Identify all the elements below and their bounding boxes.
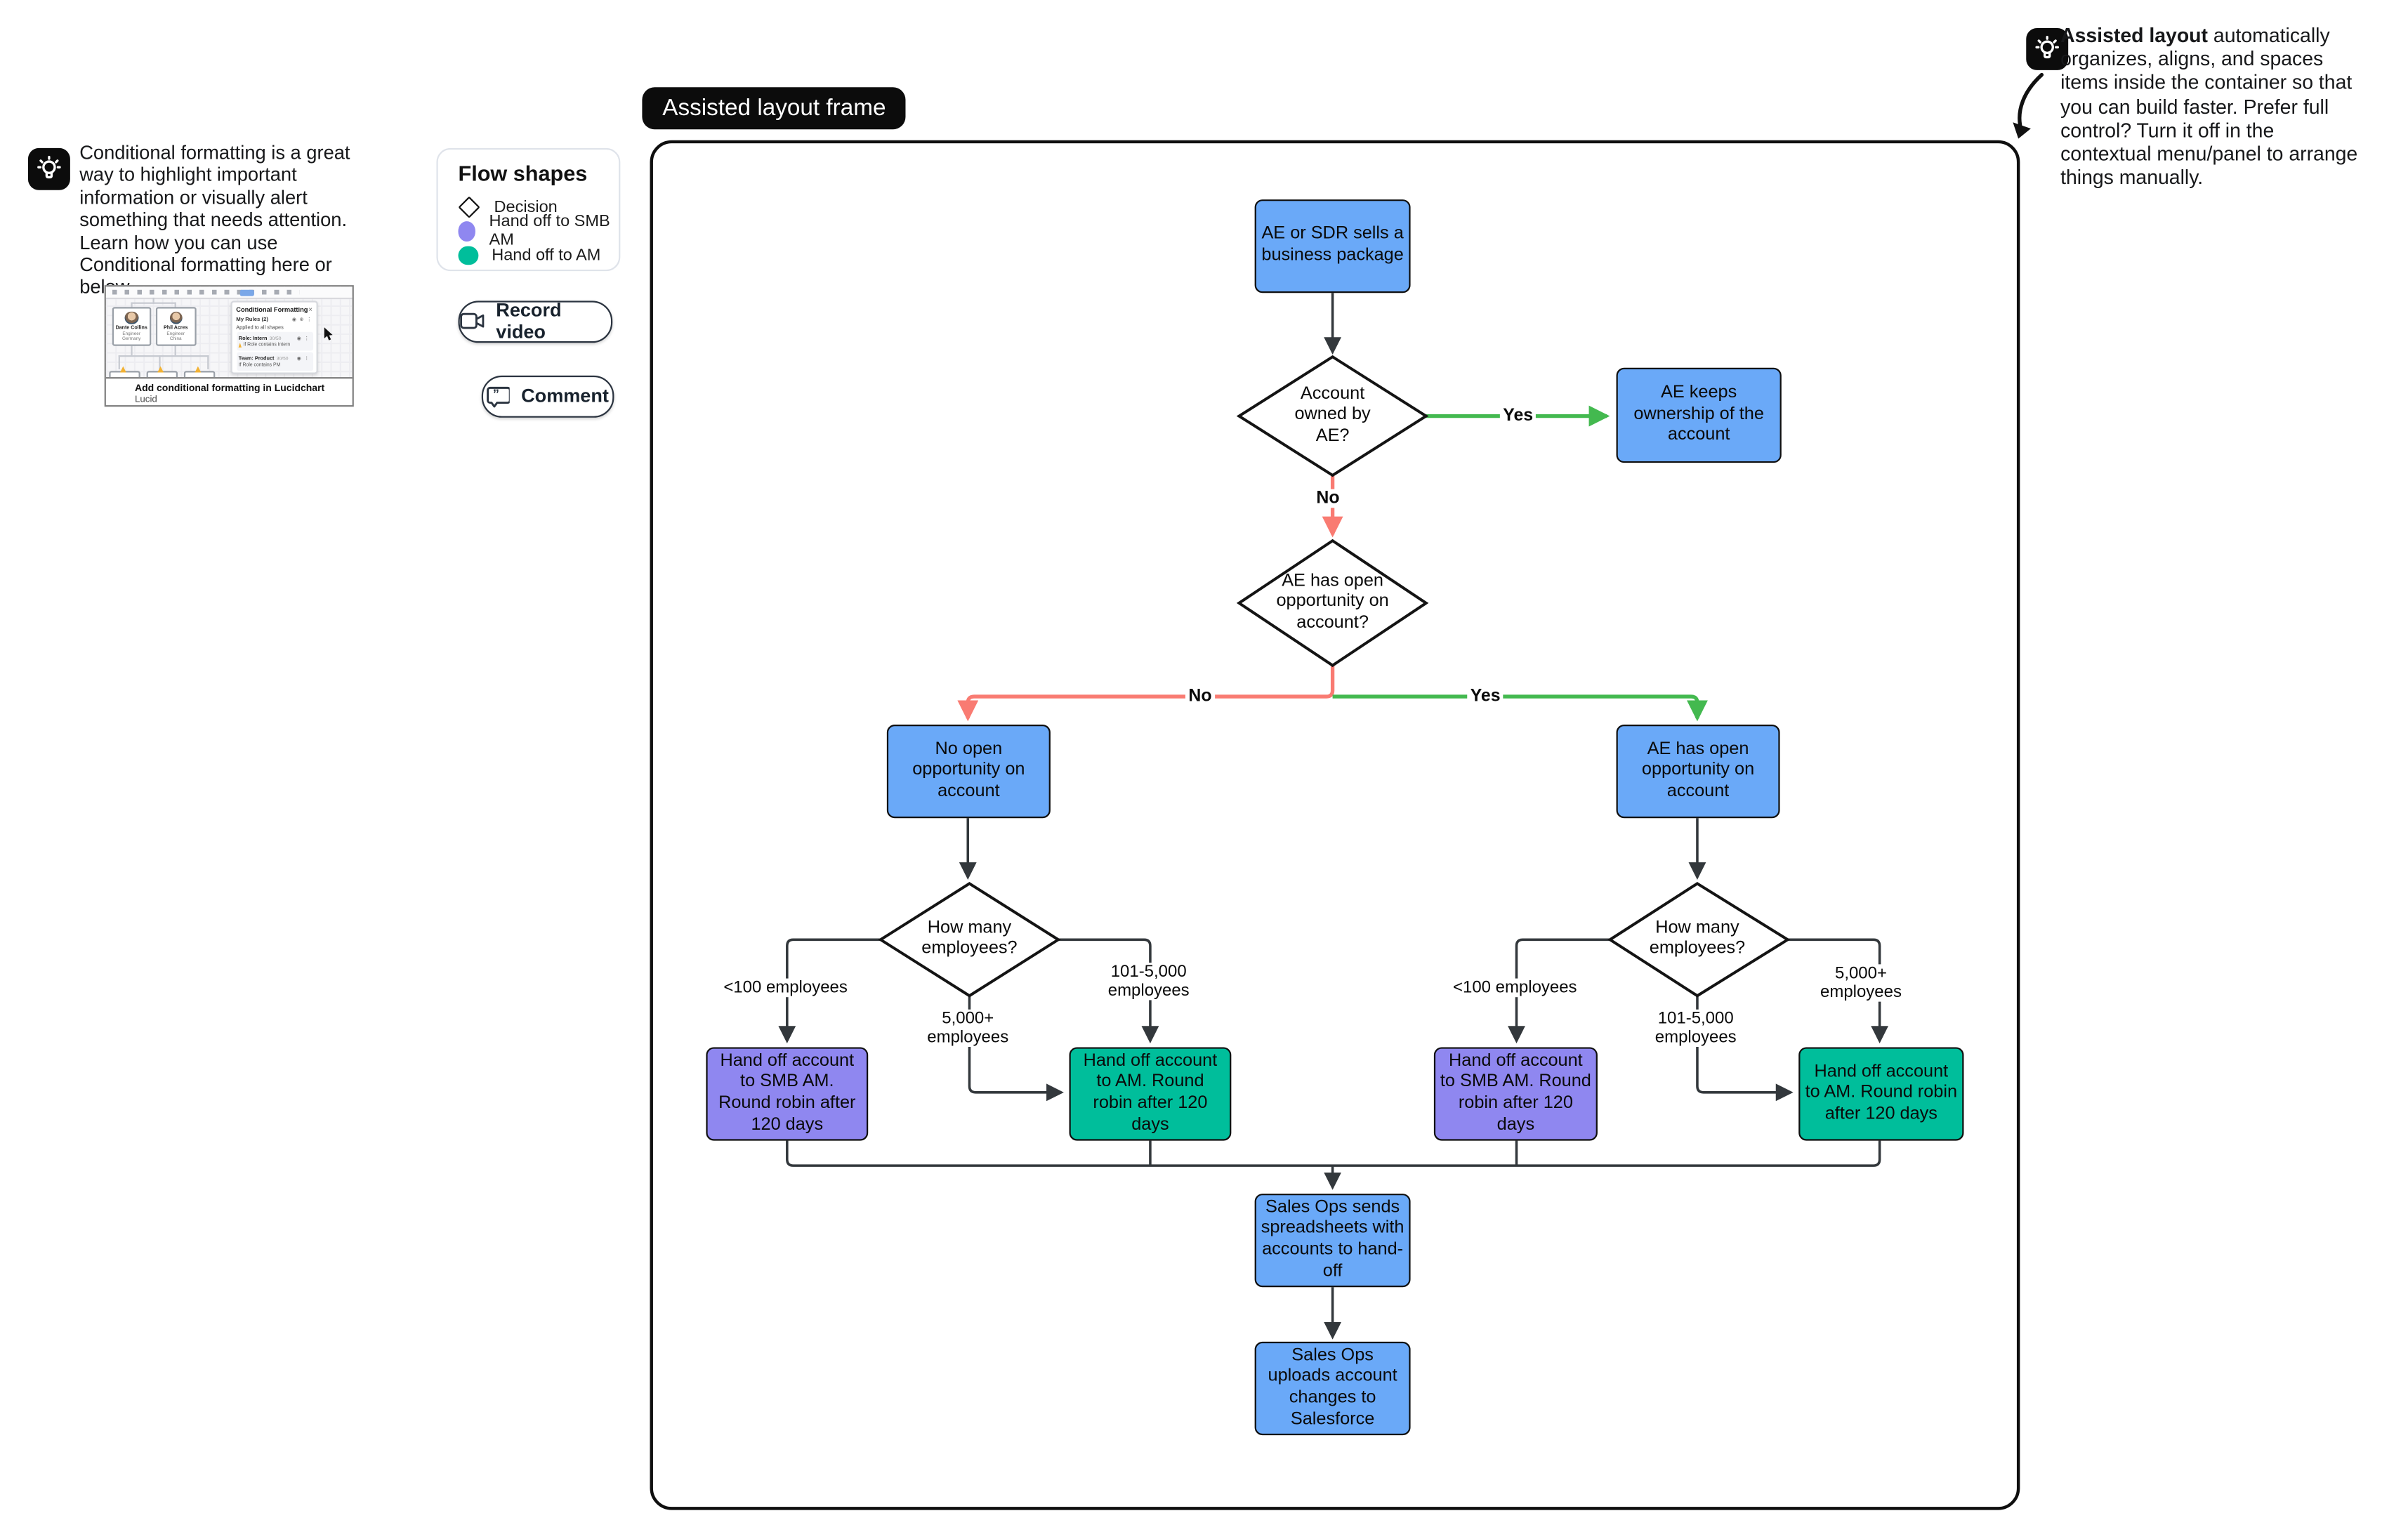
connector-lt100-left xyxy=(778,938,881,1044)
legend-item-decision: Decision xyxy=(458,194,619,218)
connector-5000-left xyxy=(968,996,1064,1102)
node-salesops-uploads[interactable]: Sales Ops uploads account changes to Sal… xyxy=(1254,1341,1411,1436)
purple-circle-icon xyxy=(458,221,475,241)
decision-label-owned: Account owned by AE? xyxy=(1294,384,1371,446)
video-caption: Add conditional formatting in Lucidchart… xyxy=(105,377,353,404)
edge-label-yes: Yes xyxy=(1467,687,1504,706)
video-camera-icon xyxy=(460,313,485,330)
panel-header-icons: ◉ ⊕ ⋮ xyxy=(291,315,312,322)
assisted-layout-frame[interactable] xyxy=(650,140,2020,1510)
comment-icon: ” xyxy=(487,386,511,407)
lightbulb-icon xyxy=(27,147,70,190)
comment-button[interactable]: ” Comment xyxy=(481,375,614,417)
flow-shapes-legend: Flow shapes Decision Hand off to SMB AM … xyxy=(436,147,621,272)
decision-employees-right[interactable] xyxy=(1607,882,1791,998)
warning-icon xyxy=(238,342,242,348)
decision-open-opportunity[interactable] xyxy=(1236,539,1429,668)
avatar xyxy=(124,311,138,325)
edge-label-no: No xyxy=(1185,687,1215,706)
org-card: Phil Acres Engineer China xyxy=(155,308,196,347)
video-thumbnail: Dante Collins Engineer Germany Phil Acre… xyxy=(105,286,353,378)
node-sell[interactable]: AE or SDR sells a business package xyxy=(1254,199,1411,293)
hand-drawn-arrow xyxy=(2013,72,2044,139)
warning-icon xyxy=(119,365,126,372)
decision-account-owned[interactable] xyxy=(1236,355,1429,477)
decision-label-employees-left: How many employees? xyxy=(921,918,1018,958)
decision-label-opportunity: AE has open opportunity on account? xyxy=(1276,572,1389,633)
close-icon: × xyxy=(308,305,312,314)
node-handoff-smb-left[interactable]: Hand off account to SMB AM. Round robin … xyxy=(706,1047,869,1141)
edge-label-101: 101-5,000 employees xyxy=(1647,1009,1744,1048)
rule-card: Team: Product 30/50 ◉ ⋮ If Role contains… xyxy=(236,352,312,371)
decision-employees-left[interactable] xyxy=(878,882,1061,998)
warning-icon xyxy=(195,365,202,372)
record-video-button[interactable]: Record video xyxy=(458,300,613,343)
connector-bus xyxy=(786,1140,1881,1167)
legend-item-am: Hand off to AM xyxy=(458,243,619,267)
connector-5000-right xyxy=(1787,938,1889,1044)
cursor-icon xyxy=(324,327,333,341)
edge-label-5000: 5,000+ employees xyxy=(922,1009,1013,1048)
teal-circle-icon xyxy=(458,245,478,265)
node-salesops-sends[interactable]: Sales Ops sends spreadsheets with accoun… xyxy=(1254,1194,1411,1288)
conditional-formatting-tip: Conditional formatting is a great way to… xyxy=(79,141,350,298)
edge-label-lt100: <100 employees xyxy=(1449,978,1580,998)
frame-label[interactable]: Assisted layout frame xyxy=(642,87,907,130)
legend-item-smb: Hand off to SMB AM xyxy=(458,212,619,250)
svg-text:”: ” xyxy=(493,386,499,401)
connector-101-left xyxy=(1058,938,1159,1044)
conditional-formatting-panel: Conditional Formatting × My Rules (2) ◉ … xyxy=(230,301,318,374)
video-embed-card[interactable]: Dante Collins Engineer Germany Phil Acre… xyxy=(104,285,354,407)
edge-label-yes: Yes xyxy=(1499,405,1537,425)
node-handoff-am-left[interactable]: Hand off account to AM. Round robin afte… xyxy=(1069,1047,1232,1141)
node-handoff-smb-right[interactable]: Hand off account to SMB AM. Round robin … xyxy=(1433,1047,1598,1141)
edge-label-101: 101-5,000 employees xyxy=(1100,963,1197,1001)
node-keep-ownership[interactable]: AE keeps ownership of the account xyxy=(1616,367,1782,463)
org-card: Dante Collins Engineer Germany xyxy=(111,308,152,347)
legend-title: Flow shapes xyxy=(458,161,588,186)
edge-label-lt100: <100 employees xyxy=(720,978,851,998)
node-has-opportunity[interactable]: AE has open opportunity on account xyxy=(1616,725,1780,819)
decision-label-employees-right: How many employees? xyxy=(1649,918,1746,958)
connector-101-right xyxy=(1696,996,1794,1102)
rule-card: Role: Intern 30/50 ◉ ⋮ If Role contains … xyxy=(236,332,312,350)
assisted-layout-tip: Assisted layout automatically organizes,… xyxy=(2060,23,2358,190)
connector-lt100-right xyxy=(1508,938,1610,1044)
mini-toolbar xyxy=(105,286,353,299)
edge-label-no: No xyxy=(1312,489,1343,508)
lightbulb-icon xyxy=(2026,27,2069,70)
connector-opp-yes xyxy=(1332,694,1708,722)
node-no-opportunity[interactable]: No open opportunity on account xyxy=(886,725,1051,819)
avatar xyxy=(169,311,183,325)
connector-opp-no xyxy=(957,665,1335,722)
node-handoff-am-right[interactable]: Hand off account to AM. Round robin afte… xyxy=(1798,1047,1964,1141)
warning-icon xyxy=(157,365,164,372)
edge-label-5000: 5,000+ employees xyxy=(1815,964,1907,1003)
